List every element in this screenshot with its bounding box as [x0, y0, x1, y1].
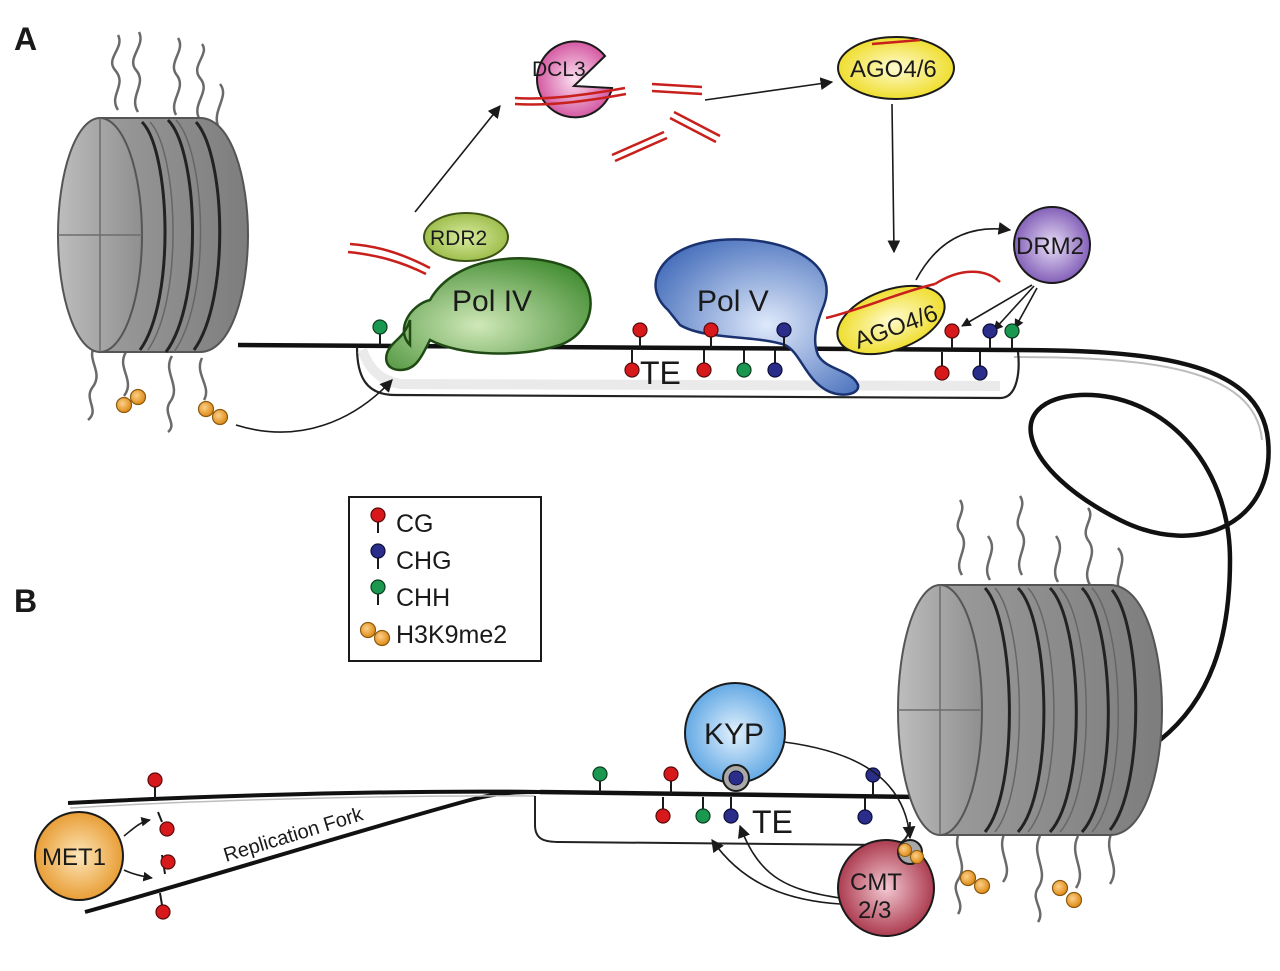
methylation-site-chg [723, 797, 739, 824]
pol-v: Pol V [654, 238, 860, 396]
histone-tails-a-bottom [87, 344, 208, 433]
pol-iv: Pol IV [384, 257, 592, 372]
histone-tails-a [110, 31, 225, 127]
methylation-site-chh [695, 797, 711, 824]
methylation-site-cg [624, 350, 640, 378]
legend-label-chg: CHG [396, 547, 452, 575]
legend-item-cg: CG [370, 507, 434, 538]
sirna-ago-bound [825, 270, 1001, 320]
legend-label-h3k9me2: H3K9me2 [396, 621, 507, 649]
pathway-arrows-a [235, 77, 1038, 433]
methylation-site-cg [696, 350, 712, 378]
methylation-site-cg [655, 797, 671, 824]
ago4-6-top-label: AGO4/6 [850, 56, 937, 83]
legend-label-chh: CHH [396, 584, 450, 612]
cmt2-3: CMT 2/3 [837, 839, 935, 937]
dcl3: DCL3 [532, 40, 614, 119]
methylation-site-cg [155, 892, 171, 920]
methylation-site-chg [982, 323, 998, 349]
legend-item-chh: CHH [370, 579, 450, 612]
methylation-site-chg [972, 352, 988, 381]
methylation-site-cg [147, 772, 163, 801]
dcl3-label: DCL3 [532, 58, 586, 81]
nucleosome-a [57, 117, 250, 353]
methylation-site-chh [1004, 323, 1020, 349]
sirna-duplex [669, 110, 721, 144]
methylation-site-chg [865, 767, 881, 796]
methylation-site-cg [157, 811, 175, 837]
dsrna-dcl3 [514, 86, 627, 106]
methylation-site-cg [160, 854, 176, 875]
methylation-site-cg [632, 322, 648, 348]
legend-item-chg: CHG [370, 543, 452, 575]
cmt-label-line2: 2/3 [858, 897, 891, 924]
ago4-6-bound: AGO4/6 [836, 284, 946, 356]
methylation-site-chg [767, 350, 783, 378]
drm2: DRM2 [1013, 206, 1091, 284]
methylation-site-cg [703, 322, 719, 348]
dna-strand-b [539, 789, 921, 800]
legend-item-h3k9me2: H3K9me2 [359, 621, 507, 649]
methylation-site-cg [663, 766, 679, 794]
te-label-a: TE [640, 355, 681, 391]
pathway-arrows-b [123, 741, 916, 905]
legend: CG CHG CHH H3K9me2 [348, 496, 542, 662]
sirna-duplex [651, 82, 703, 96]
methylation-site-chg [857, 798, 873, 825]
rdr2: RDR2 [423, 212, 509, 262]
kyp: KYP [684, 682, 786, 792]
panel-label-a: A [14, 21, 37, 57]
methylation-site-cg [934, 352, 950, 381]
h3k9me2-mark [1051, 879, 1083, 909]
ago4-6-top: AGO4/6 [837, 36, 955, 100]
histone-tails-b [954, 495, 1124, 923]
sirna-duplex [611, 130, 668, 163]
met1-label: MET1 [42, 844, 106, 871]
drm2-label: DRM2 [1016, 233, 1084, 260]
h3k9me2-mark [115, 388, 147, 414]
te-region-a [355, 346, 1020, 400]
h3k9me2-mark [197, 400, 229, 426]
met1: MET1 [34, 811, 124, 901]
pol-iv-label: Pol IV [452, 285, 532, 318]
panel-label-b: B [14, 583, 37, 619]
cmt-label-line1: CMT [850, 869, 902, 896]
kyp-label: KYP [704, 718, 764, 751]
pol-v-label: Pol V [697, 285, 769, 318]
replication-fork [67, 789, 541, 914]
te-label-b: TE [752, 804, 793, 840]
rdr2-label: RDR2 [430, 227, 487, 250]
dsrna-rdr2 [347, 242, 431, 276]
h3k9me2-mark [959, 869, 991, 895]
legend-label-cg: CG [396, 510, 434, 538]
nucleosome-b [897, 584, 1164, 836]
methylation-site-cg [944, 323, 960, 349]
methylation-site-chh [592, 766, 608, 793]
methylation-site-chg [776, 322, 792, 348]
te-region-b [534, 796, 911, 847]
methylation-site-chh [736, 350, 752, 378]
methylation-site-chh [372, 319, 388, 346]
